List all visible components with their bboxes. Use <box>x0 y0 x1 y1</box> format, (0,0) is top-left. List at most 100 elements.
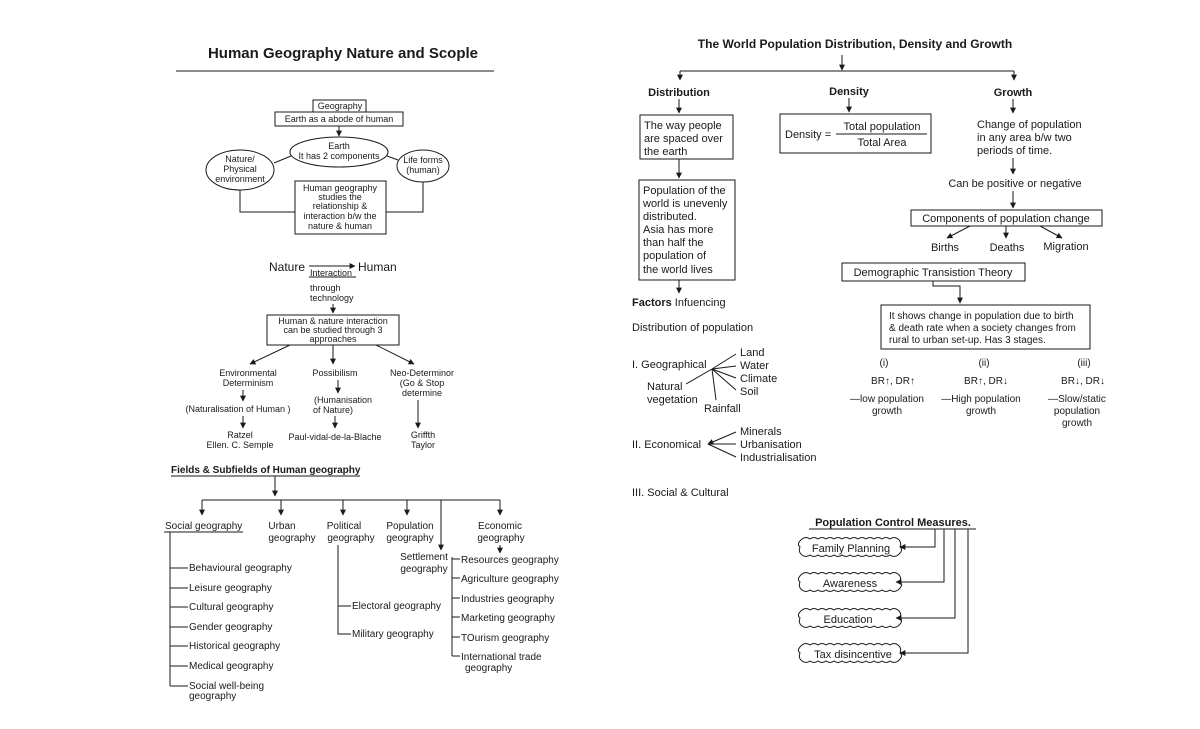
political-line-1: Political <box>327 521 361 532</box>
possibilism: Possibilism (Humanisation of Nature) Pau… <box>288 368 381 442</box>
geography-subtitle: Earth as a abode of human <box>285 114 394 124</box>
control-item: Education <box>824 614 873 626</box>
density-lhs: Density = <box>785 129 831 141</box>
control-item: Tax disincentive <box>814 649 892 661</box>
geographical-item: Land <box>740 347 764 359</box>
political-line-2: geography <box>327 533 374 544</box>
economic-subfield: Resources geography <box>461 555 559 566</box>
stage-number: (ii) <box>978 358 989 369</box>
density-denominator: Total Area <box>858 137 908 149</box>
stage-rates: BR↓, DR↓ <box>1061 376 1105 387</box>
education-cloud <box>797 608 903 628</box>
social-subfield: Cultural geography <box>189 602 274 613</box>
settlement-line-1: Settlement <box>400 552 448 563</box>
growth-heading: Growth <box>994 87 1033 99</box>
political-subfield: Electoral geography <box>352 601 441 612</box>
stage-desc: —High population <box>941 394 1021 405</box>
nature-env-line-3: environment <box>215 174 265 184</box>
relation-line-3: relationship & <box>313 201 368 211</box>
component-item: Deaths <box>990 242 1025 254</box>
geographical-label: I. Geographical <box>632 359 707 371</box>
economic-subfield: Marketing geography <box>461 613 555 624</box>
neo-determinism: Neo-Determinor (Go & Stop determine Grif… <box>390 368 454 450</box>
stage-desc: growth <box>872 406 902 417</box>
dtt-desc-line: & death rate when a society changes from <box>889 323 1076 334</box>
urban-line-1: Urban <box>268 521 295 532</box>
population-panel: The World Population Distribution, Densi… <box>632 37 1106 663</box>
factors-bold: Factors <box>632 297 672 309</box>
social-subfield: geography <box>189 691 236 702</box>
urban-line-2: geography <box>268 533 315 544</box>
social-geo-label: Social geography <box>165 521 242 532</box>
earth-line-1: Earth <box>328 141 350 151</box>
dtt-stage-2: (ii) BR↑, DR↓ —High population growth <box>941 358 1021 417</box>
social-subfield: Medical geography <box>189 661 274 672</box>
distribution-box1-line: are spaced over <box>644 133 723 145</box>
social-subfield: Social well-being <box>189 681 264 692</box>
human-geography-panel: Human Geography Nature and Scople Geogra… <box>164 45 559 702</box>
economical-item: Minerals <box>740 426 782 438</box>
family-planning-cloud <box>797 537 903 557</box>
relation-line-4: interaction b/w the <box>303 211 376 221</box>
growth-branch: Growth Change of population in any area … <box>841 87 1106 429</box>
growth-desc-line: periods of time. <box>977 145 1052 157</box>
economic-geography: Economic geography Resources geography A… <box>451 521 559 674</box>
env-det-line-1: Environmental <box>219 368 277 378</box>
geographical-item: Climate <box>740 373 777 385</box>
env-det-line-2: Determinism <box>223 378 274 388</box>
nature-env-line-2: Physical <box>223 164 257 174</box>
population-line-1: Population <box>386 521 433 532</box>
nature-env-line-1: Nature/ <box>225 154 255 164</box>
factors-rest: Infuencing <box>672 297 726 309</box>
social-geography: Social geography Behavioural geography L… <box>164 521 292 702</box>
env-det-person-2: Ellen. C. Semple <box>206 440 273 450</box>
stage-desc: —Slow/static <box>1048 394 1106 405</box>
economical-label: II. Economical <box>632 439 701 451</box>
distribution-box2-line: the world lives <box>643 264 713 276</box>
natural-vegetation-line-2: vegetation <box>647 394 698 406</box>
distribution-box2-line: distributed. <box>643 211 697 223</box>
stage-rates: BR↑, DR↑ <box>871 376 915 387</box>
component-item: Births <box>931 242 960 254</box>
relation-line-2: studies the <box>318 192 362 202</box>
stage-desc: population <box>1054 406 1100 417</box>
social-subfield: Historical geography <box>189 641 280 652</box>
growth-desc-line: in any area b/w two <box>977 132 1072 144</box>
economic-subfield: Industries geography <box>461 594 554 605</box>
stage-desc: —low population <box>850 394 924 405</box>
fields-title: Fields & Subfields of Human geography <box>171 465 361 476</box>
political-subfield: Military geography <box>352 629 434 640</box>
distribution-heading: Distribution <box>648 87 710 99</box>
through-line-1: through <box>310 283 341 293</box>
settlement-geography: Settlement geography <box>400 500 448 575</box>
population-geography: Population geography <box>386 521 433 544</box>
population-control-measures: Population Control Measures. Family Plan… <box>797 517 976 663</box>
settlement-line-2: geography <box>400 564 447 575</box>
urban-geography: Urban geography <box>268 521 315 544</box>
stage-desc: growth <box>966 406 996 417</box>
through-line-2: technology <box>310 293 354 303</box>
awareness-cloud <box>797 572 903 592</box>
stage-number: (iii) <box>1077 358 1090 369</box>
environmental-determinism: Environmental Determinism (Naturalisatio… <box>185 368 290 450</box>
possibilism-person: Paul-vidal-de-la-Blache <box>288 432 381 442</box>
approaches-line-2: can be studied through 3 <box>283 325 382 335</box>
stage-rates: BR↑, DR↓ <box>964 376 1008 387</box>
density-numerator: Total population <box>843 121 920 133</box>
economic-line-2: geography <box>477 533 524 544</box>
env-det-person-1: Ratzel <box>227 430 253 440</box>
political-geography: Political geography Electoral geography … <box>327 521 441 640</box>
approaches-line-3: approaches <box>309 334 357 344</box>
economic-line-1: Economic <box>478 521 522 532</box>
components-label: Components of population change <box>922 213 1090 225</box>
stage-number: (i) <box>880 358 889 369</box>
nature-label: Nature <box>269 260 305 274</box>
social-subfield: Leisure geography <box>189 583 272 594</box>
life-forms-line-2: (human) <box>406 165 440 175</box>
distribution-box1-line: the earth <box>644 146 687 158</box>
distribution-box2-line: Population of the <box>643 185 726 197</box>
neo-det-line-3: determine <box>402 388 442 398</box>
control-title: Population Control Measures. <box>815 517 971 529</box>
distribution-box2-line: Asia has more <box>643 224 713 236</box>
